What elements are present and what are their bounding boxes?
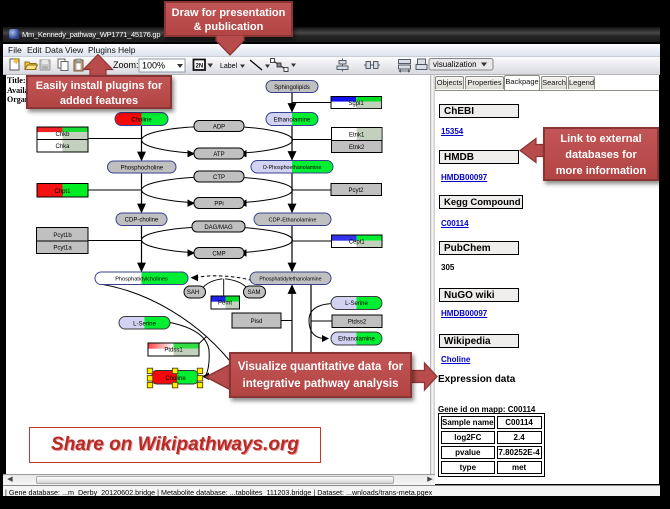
svg-text:Pemt: Pemt [218,301,232,307]
svg-text:CTP: CTP [213,175,225,181]
svg-text:Cept1: Cept1 [349,240,366,246]
svg-text:Ethanolamine: Ethanolamine [338,337,375,343]
svg-text:Sgpl1: Sgpl1 [348,101,364,107]
svg-text:100%: 100% [142,61,165,71]
svg-text:Phosphatidylethanolamine: Phosphatidylethanolamine [259,276,321,282]
svg-text:CDP-choline: CDP-choline [125,218,159,224]
svg-text:L-Serine: L-Serine [345,301,368,307]
svg-text:Choline: Choline [165,376,186,382]
svg-text:Pcyt1b: Pcyt1b [53,233,72,239]
svg-text:Ethanolamine: Ethanolamine [274,117,311,123]
svg-text:Pcyt2: Pcyt2 [348,188,364,194]
svg-text:2N: 2N [196,64,204,70]
svg-text:CMP: CMP [212,251,225,257]
svg-text:Organism: Organism [7,95,42,104]
svg-text:visualization: visualization [433,60,477,69]
svg-text:Chkb: Chkb [55,132,70,138]
svg-text:SAM: SAM [247,290,260,296]
svg-text:L-Serine: L-Serine [133,321,156,327]
svg-text:O-Phosphoethanolamine: O-Phosphoethanolamine [263,165,322,171]
svg-text:Zoom:: Zoom: [113,60,139,70]
svg-text:Phosphatidylcholines: Phosphatidylcholines [115,276,168,282]
svg-text:Etnk1: Etnk1 [349,132,365,138]
svg-text:Title:: Title: [7,76,26,85]
svg-text:Sphingolipids: Sphingolipids [274,85,310,91]
svg-text:Ptdss2: Ptdss2 [348,319,367,325]
svg-text:Chpt1: Chpt1 [54,189,71,195]
svg-text:ATP: ATP [213,152,224,158]
svg-text:ADP: ADP [213,124,225,130]
svg-text:Pisd: Pisd [251,319,263,325]
svg-text:PPi: PPi [214,201,223,207]
svg-text:Etnk2: Etnk2 [349,145,365,151]
svg-text:Available: Available [7,86,39,95]
svg-text:Label: Label [220,63,238,70]
svg-text:Pcyt1a: Pcyt1a [53,246,72,252]
svg-text:DAG/MAG: DAG/MAG [204,225,233,231]
svg-text:SAH: SAH [187,290,199,296]
svg-text:Chka: Chka [55,144,70,150]
svg-text:Ptdss1: Ptdss1 [164,348,183,354]
svg-text:CDP-Ethanolamine: CDP-Ethanolamine [269,217,317,223]
svg-text:Choline: Choline [131,117,152,123]
svg-text:Phosphocholine: Phosphocholine [120,165,163,171]
